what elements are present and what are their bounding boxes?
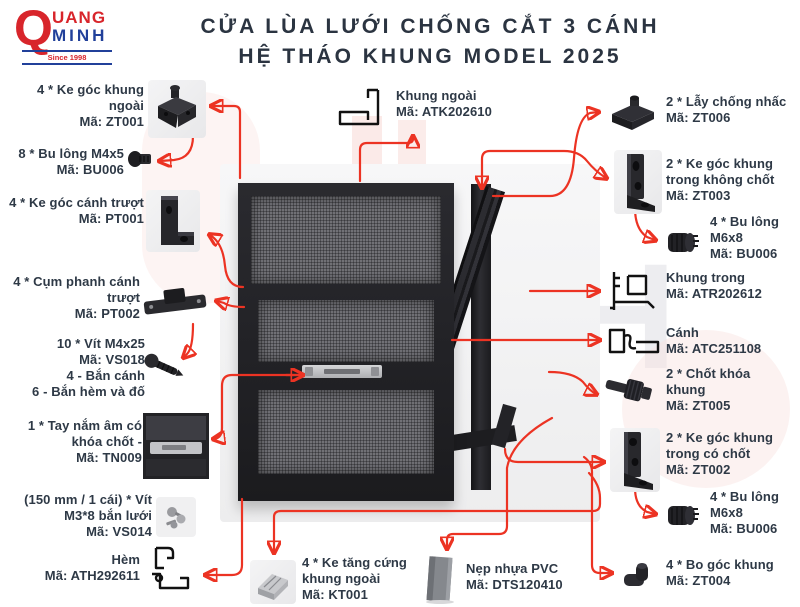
zt002-bracket-photo bbox=[610, 428, 660, 492]
page-title: CỬA LÙA LƯỚI CHỐNG CẮT 3 CÁNH HỆ THÁO KH… bbox=[150, 12, 710, 73]
brand-logo: Q UANG MINH Since 1998 bbox=[14, 0, 122, 66]
atk202610-profile-drawing bbox=[334, 86, 388, 132]
part-atk202610-label: Khung ngoài Mã: ATK202610 bbox=[396, 88, 492, 120]
title-line-2: HỆ THÁO KHUNG MODEL 2025 bbox=[238, 45, 622, 69]
part-zt006-label: 2 * Lẫy chống nhấc Mã: ZT006 bbox=[666, 94, 787, 126]
logo-word-bottom: MINH bbox=[52, 26, 108, 45]
anti-lift-latch-icon bbox=[612, 95, 654, 130]
corner-bracket-icon bbox=[158, 85, 196, 128]
door-middle-mesh-panel bbox=[258, 300, 434, 362]
part-atc251108-label: Cánh Mã: ATC251108 bbox=[666, 325, 762, 357]
tall-l-bracket-icon bbox=[627, 154, 655, 212]
bu006-bolt-photo-left bbox=[126, 147, 154, 171]
part-vs018-label: 10 * Vít M4x25 Mã: VS018 4 - Bắn cánh 6 … bbox=[32, 336, 145, 400]
stiffener-bracket-icon bbox=[258, 574, 288, 600]
lock-pin-icon bbox=[605, 379, 652, 402]
part-bu006-left-label: 8 * Bu lông M4x5 Mã: BU006 bbox=[18, 146, 124, 178]
part-zt005-label: 2 * Chốt khóa khung Mã: ZT005 bbox=[666, 366, 751, 414]
zt005-lock-pin-photo bbox=[602, 366, 656, 416]
part-zt003-label: 2 * Ke góc khung trong không chốt Mã: ZT… bbox=[666, 156, 775, 204]
door-bottom-mesh-panel bbox=[258, 390, 434, 474]
canh-profile-icon bbox=[608, 328, 660, 354]
handle-slot bbox=[324, 369, 360, 374]
hem-profile-icon bbox=[152, 546, 190, 590]
logo-word-top: UANG bbox=[52, 8, 107, 27]
logo-q-letter: Q bbox=[14, 0, 53, 56]
brake-cluster-icon bbox=[143, 288, 207, 315]
part-kt001-label: 4 * Ke tăng cứng khung ngoài Mã: KT001 bbox=[302, 555, 407, 603]
bolt-icon bbox=[128, 151, 151, 167]
bu006-bolt-photo-right1 bbox=[662, 226, 700, 258]
screw-icon bbox=[144, 353, 184, 376]
part-zt004-label: 4 * Bo góc khung Mã: ZT004 bbox=[666, 557, 774, 589]
bolt-icon bbox=[668, 233, 699, 252]
khung-trong-profile-icon bbox=[610, 272, 655, 310]
zt003-bracket-photo bbox=[614, 150, 662, 214]
pt002-brake-cluster-photo bbox=[140, 280, 210, 324]
khung-ngoai-profile-icon bbox=[338, 88, 380, 126]
vs018-screw-photo bbox=[140, 348, 186, 386]
bolt-icon bbox=[668, 506, 699, 525]
zt006-anti-lift-latch-photo bbox=[604, 92, 660, 132]
tn009-handle-photo bbox=[143, 413, 209, 479]
door-top-mesh-panel bbox=[251, 196, 441, 284]
zt004-corner-cap-photo bbox=[618, 558, 658, 592]
part-atr202612-label: Khung trong Mã: ATR202612 bbox=[666, 270, 762, 302]
kt001-stiffener-photo bbox=[250, 560, 296, 604]
corner-cap-icon bbox=[624, 563, 648, 586]
vs014-screws-photo bbox=[156, 497, 196, 537]
dts120410-pvc-strip-photo bbox=[418, 554, 462, 604]
part-bu006-right1-label: 4 * Bu lông M6x8 Mã: BU006 bbox=[710, 214, 779, 262]
part-bu006-right2-label: 4 * Bu lông M6x8 Mã: BU006 bbox=[710, 489, 779, 537]
atr202612-profile-drawing bbox=[604, 268, 662, 314]
logo-tagline: Since 1998 bbox=[22, 50, 112, 65]
part-ath292611-label: Hèm Mã: ATH292611 bbox=[44, 552, 140, 584]
handle-left-cap bbox=[305, 367, 313, 376]
handle-right-cap bbox=[371, 367, 379, 376]
part-pt002-label: 4 * Cụm phanh cánh trượt Mã: PT002 bbox=[13, 274, 140, 322]
l-bracket-icon bbox=[161, 196, 194, 245]
atc251108-profile-drawing bbox=[606, 324, 664, 360]
mesh-door-photo bbox=[238, 183, 454, 501]
part-dts120410-label: Nẹp nhựa PVC Mã: DTS120410 bbox=[466, 561, 563, 593]
part-tn009-label: 1 * Tay nắm âm có khóa chốt - Mã: TN009 bbox=[27, 418, 142, 466]
pt001-l-bracket-photo bbox=[146, 190, 200, 252]
tall-l-bracket-icon bbox=[624, 432, 653, 490]
title-line-1: CỬA LÙA LƯỚI CHỐNG CẮT 3 CÁNH bbox=[200, 15, 660, 38]
recessed-handle-photo-icon bbox=[143, 413, 209, 479]
zt001-corner-bracket-photo bbox=[148, 80, 206, 138]
recessed-handle bbox=[302, 365, 382, 378]
ath292611-profile-drawing bbox=[142, 544, 198, 600]
part-zt001-label: 4 * Ke góc khung ngoài Mã: ZT001 bbox=[36, 82, 144, 130]
small-screws-icon bbox=[156, 497, 196, 537]
bu006-bolt-photo-right2 bbox=[662, 498, 700, 532]
part-zt002-label: 2 * Ke góc khung trong có chốt Mã: ZT002 bbox=[666, 430, 774, 478]
part-vs014-label: (150 mm / 1 cái) * Vít M3*8 bắn lưới Mã:… bbox=[24, 492, 152, 540]
part-pt001-label: 4 * Ke góc cánh trượt Mã: PT001 bbox=[9, 195, 144, 227]
pvc-strip-icon bbox=[426, 556, 454, 604]
